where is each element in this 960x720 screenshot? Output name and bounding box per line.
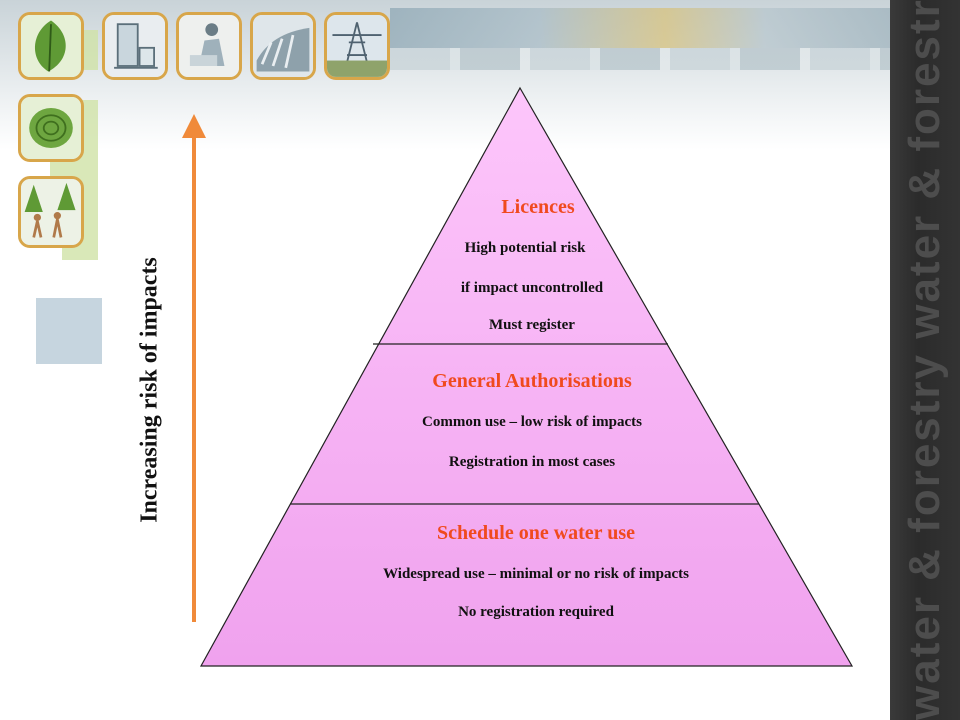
- tree-ring-icon: [18, 94, 84, 162]
- dam-icon: [250, 12, 316, 80]
- leaf-icon: [18, 12, 84, 80]
- tier-line: if impact uncontrolled: [460, 280, 604, 296]
- water-tank-icon: [102, 12, 168, 80]
- header-photo-strip-lower: [390, 48, 890, 70]
- tier-title: Licences: [501, 196, 575, 218]
- decor-square: [36, 298, 102, 364]
- tier-line: No registration required: [458, 604, 614, 620]
- tier-schedule-one-title: Schedule one water use: [437, 522, 635, 544]
- pylon-icon: [324, 12, 390, 80]
- tier-line: Must register: [489, 317, 575, 333]
- tier-line: High potential risk: [464, 240, 586, 256]
- header-photo-strip: [390, 8, 890, 48]
- tier-line: Widespread use – minimal or no risk of i…: [383, 566, 689, 582]
- forest-people-icon: [18, 176, 84, 248]
- pyramid-shape: [199, 86, 854, 667]
- brand-sidebar: water & forestry water & forestry wa: [890, 0, 960, 720]
- worker-icon: [176, 12, 242, 80]
- tier-licences: Licences: [501, 196, 574, 219]
- tier-general-authorisations-title: General Authorisations: [432, 370, 632, 392]
- risk-arrow: [182, 114, 206, 622]
- tier-line: Registration in most cases: [448, 454, 616, 470]
- tier-line: Common use – low risk of impacts: [422, 414, 642, 430]
